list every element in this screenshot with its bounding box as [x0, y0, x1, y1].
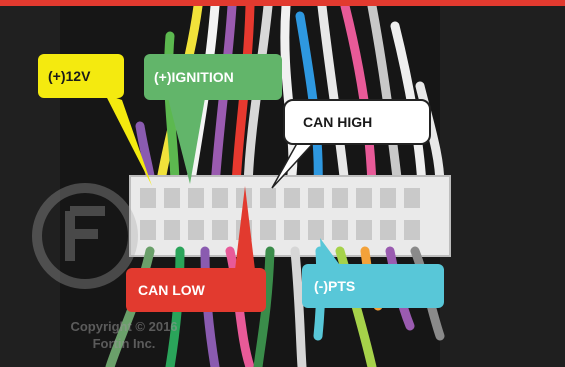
callout-pts: (-)PTS — [302, 264, 444, 308]
callout-power-12v: (+)12V — [38, 54, 124, 98]
harness-photo — [0, 6, 565, 367]
watermark-line-1: Copyright © 2016 — [70, 319, 178, 334]
callout-can-low: CAN LOW — [126, 268, 266, 312]
callout-can-high: CAN HIGH — [283, 99, 431, 145]
watermark-line-2: Fortin Inc. — [92, 336, 156, 351]
copyright-watermark: Copyright © 2016 Fortin Inc. — [34, 318, 214, 352]
top-accent-bar — [0, 0, 565, 6]
callout-ignition: (+)IGNITION — [144, 54, 282, 100]
